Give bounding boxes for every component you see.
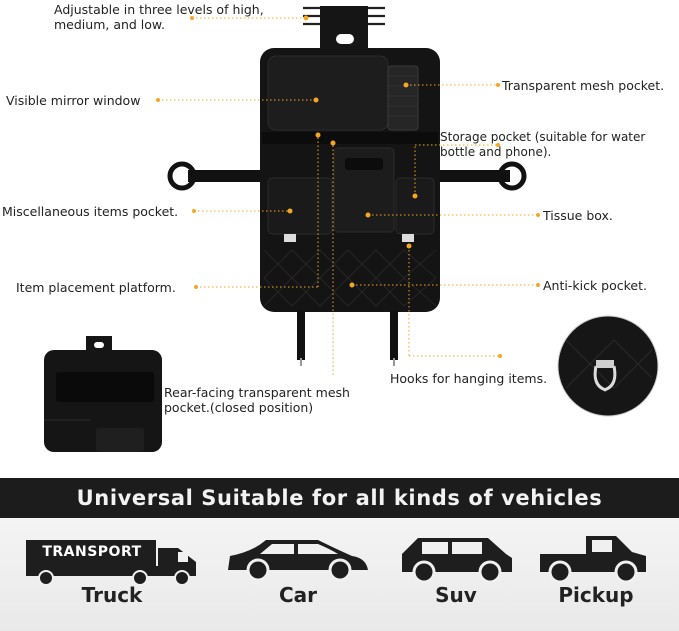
misc-pocket — [267, 177, 333, 235]
product-illustration — [44, 6, 659, 452]
vehicle-name-truck: Truck — [81, 583, 143, 607]
quilt-pattern — [263, 249, 437, 307]
vehicle-name-suv: Suv — [435, 583, 477, 607]
placement-platform — [262, 132, 438, 144]
vehicle-name-pickup: Pickup — [558, 583, 634, 607]
left-buckle-icon — [167, 161, 197, 191]
headrest-strap — [320, 6, 368, 48]
label-adjustable: Adjustable in three levels of high, medi… — [54, 2, 264, 32]
label-rear-mesh: Rear-facing transparent mesh pocket.(clo… — [164, 385, 350, 415]
label-mesh-pocket: Transparent mesh pocket. — [502, 78, 665, 93]
vehicle-name-car: Car — [278, 583, 318, 607]
right-buckle-icon — [497, 161, 527, 191]
closed-position-inset — [44, 336, 162, 452]
label-mirror: Visible mirror window — [6, 93, 141, 108]
label-storage: Storage pocket (suitable for water bottl… — [440, 130, 646, 159]
label-misc: Miscellaneous items pocket. — [2, 204, 179, 219]
vehicle-icons — [26, 536, 646, 586]
mirror-window — [267, 55, 389, 131]
storage-pocket — [395, 177, 435, 235]
label-tissue: Tissue box. — [543, 208, 613, 223]
pickup-icon — [540, 536, 646, 584]
banner — [0, 478, 679, 518]
hook-icon — [402, 234, 414, 242]
callout-dots — [156, 15, 540, 358]
hook-zoom-inset — [557, 315, 659, 417]
mesh-pocket — [387, 65, 419, 131]
label-hooks: Hooks for hanging items. — [390, 371, 548, 386]
hanger-hole — [336, 34, 354, 44]
label-platform: Item placement platform. — [16, 280, 176, 295]
transport-badge: TRANSPORT — [42, 544, 142, 560]
bottom-strap-right — [390, 310, 398, 360]
car-icon — [228, 540, 368, 582]
suv-icon — [402, 538, 512, 584]
right-strap — [424, 170, 510, 182]
label-antikick: Anti-kick pocket. — [543, 278, 647, 293]
hook-icon — [284, 234, 296, 242]
banner-text: Universal Suitable for all kinds of vehi… — [76, 486, 603, 510]
leader-lines — [158, 17, 538, 375]
bottom-strap-left — [297, 310, 305, 360]
left-strap — [188, 170, 272, 182]
truck-icon — [26, 540, 196, 586]
